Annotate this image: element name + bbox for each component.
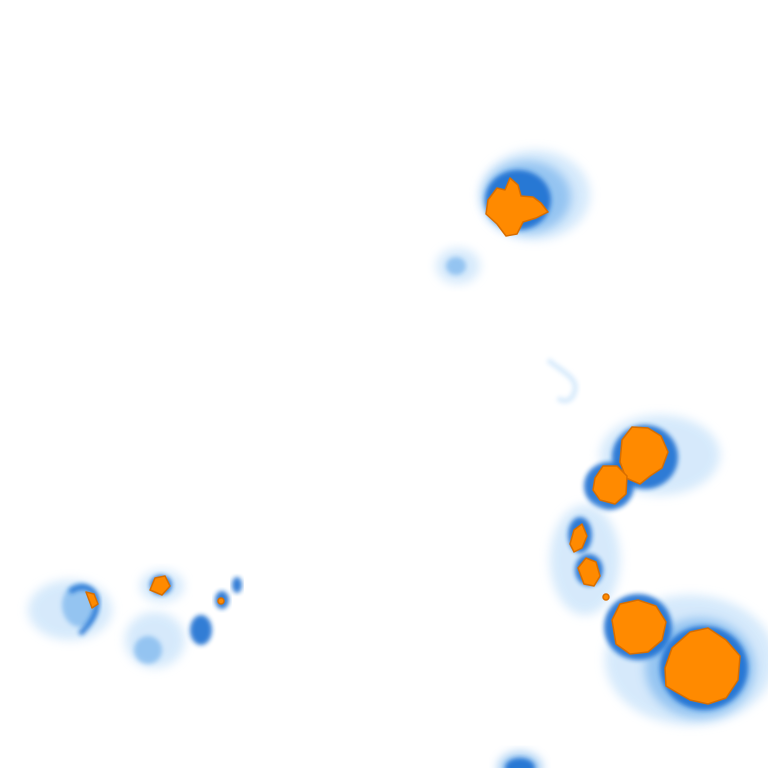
southeast-intense-2 (664, 627, 741, 705)
east-cluster-middle (550, 505, 620, 615)
north-fragment (436, 248, 480, 284)
southwest-heavy-4 (190, 615, 212, 645)
southwest-intense-4 (217, 597, 225, 605)
central-trace-light (546, 358, 578, 404)
east-cluster-middle-intense-2 (577, 557, 601, 587)
southeast-large-cell (604, 594, 768, 725)
southwest-heavy-6 (232, 577, 242, 593)
southwest-intense-3 (149, 575, 171, 596)
east-cluster-middle-intense (569, 523, 588, 553)
north-cell-intense (485, 177, 549, 237)
south-edge-cell (498, 752, 542, 768)
east-cluster-upper-intense-2 (592, 465, 628, 505)
central-trace (546, 358, 578, 404)
southwest-cluster (28, 570, 242, 668)
southwest-intense (85, 591, 99, 609)
north-cell (480, 150, 590, 240)
north-fragment-medium (446, 257, 466, 275)
east-cluster-upper (584, 415, 720, 510)
south-edge-heavy (505, 758, 535, 768)
east-cluster-middle-intense-3 (602, 593, 610, 601)
southwest-medium-2 (134, 636, 162, 664)
southeast-intense (611, 599, 667, 655)
